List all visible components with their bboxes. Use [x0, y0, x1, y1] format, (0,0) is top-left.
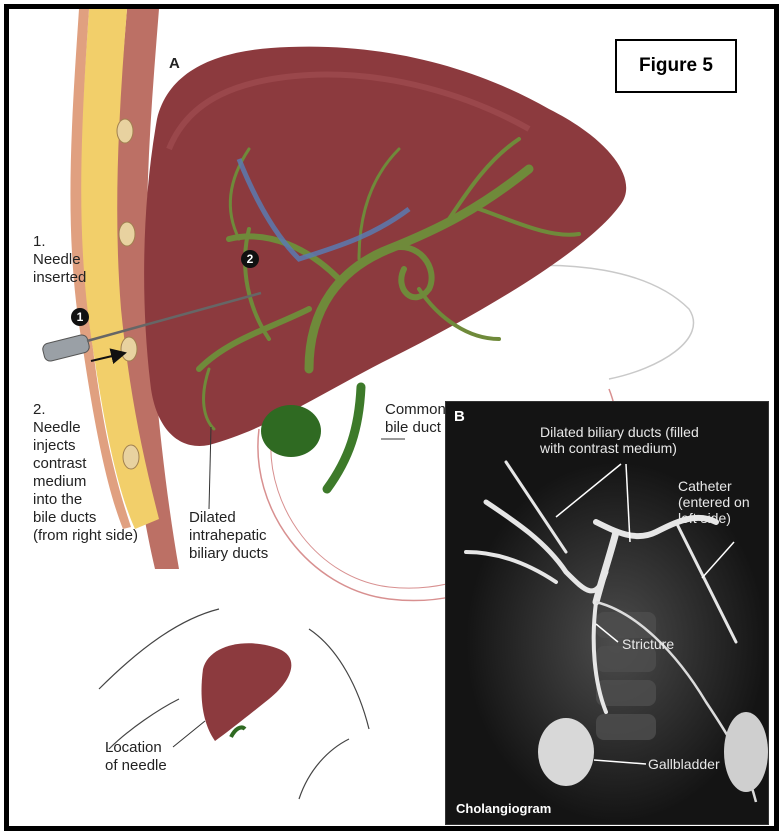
rib: [119, 222, 135, 246]
dilated-biliary-label: Dilated biliary ducts (filled with contr…: [540, 424, 699, 456]
step2-text: 2. Needle injects contrast medium into t…: [33, 401, 138, 545]
gallbladder: [261, 405, 321, 457]
step1-line: Needle: [33, 251, 86, 269]
step2-line: contrast: [33, 455, 138, 473]
step2-line: (from right side): [33, 527, 138, 545]
label-line: Dilated: [189, 509, 268, 527]
label-line: intrahepatic: [189, 527, 268, 545]
label-line: Common: [385, 401, 446, 419]
common-bile-duct: [327, 387, 361, 489]
cholangiogram-caption: Cholangiogram: [456, 801, 551, 816]
step2-line: medium: [33, 473, 138, 491]
step1-line: inserted: [33, 269, 86, 287]
stricture-label: Stricture: [622, 636, 674, 652]
step1-text: 1. Needle inserted: [33, 233, 86, 287]
step2-line: injects: [33, 437, 138, 455]
label-line: biliary ducts: [189, 545, 268, 563]
rib: [121, 337, 137, 361]
catheter-label: Catheter (entered on left side): [678, 478, 750, 526]
step-two-marker: 2: [241, 250, 259, 268]
label-line: of needle: [105, 757, 167, 775]
label-line: (entered on: [678, 494, 750, 510]
label-line: Dilated biliary ducts (filled: [540, 424, 699, 440]
needle-syringe: [42, 334, 91, 363]
common-bile-duct-label: Common bile duct: [385, 401, 446, 437]
label-line: left side): [678, 510, 750, 526]
small-liver: [202, 643, 292, 741]
cholangiogram-panel: B Dilated biliary ducts (filled with con…: [445, 401, 769, 825]
label-line: bile duct: [385, 419, 446, 437]
step2-line: into the: [33, 491, 138, 509]
figure-frame: 1 2 A Figure 5 1. Needle inserted 2. Nee…: [4, 4, 779, 831]
dilated-intrahepatic-label: Dilated intrahepatic biliary ducts: [189, 509, 268, 563]
step2-heading: 2.: [33, 401, 138, 419]
panel-b-letter: B: [454, 408, 465, 425]
figure-label: Figure 5: [615, 39, 737, 93]
label-line: with contrast medium): [540, 440, 699, 456]
step2-line: Needle: [33, 419, 138, 437]
step-one-marker: 1: [71, 308, 89, 326]
panel-a-letter: A: [169, 55, 180, 72]
step2-line: bile ducts: [33, 509, 138, 527]
rib: [117, 119, 133, 143]
gallbladder-label: Gallbladder: [648, 756, 720, 772]
label-line: Catheter: [678, 478, 750, 494]
step1-heading: 1.: [33, 233, 86, 251]
label-line: Location: [105, 739, 167, 757]
location-of-needle-label: Location of needle: [105, 739, 167, 775]
